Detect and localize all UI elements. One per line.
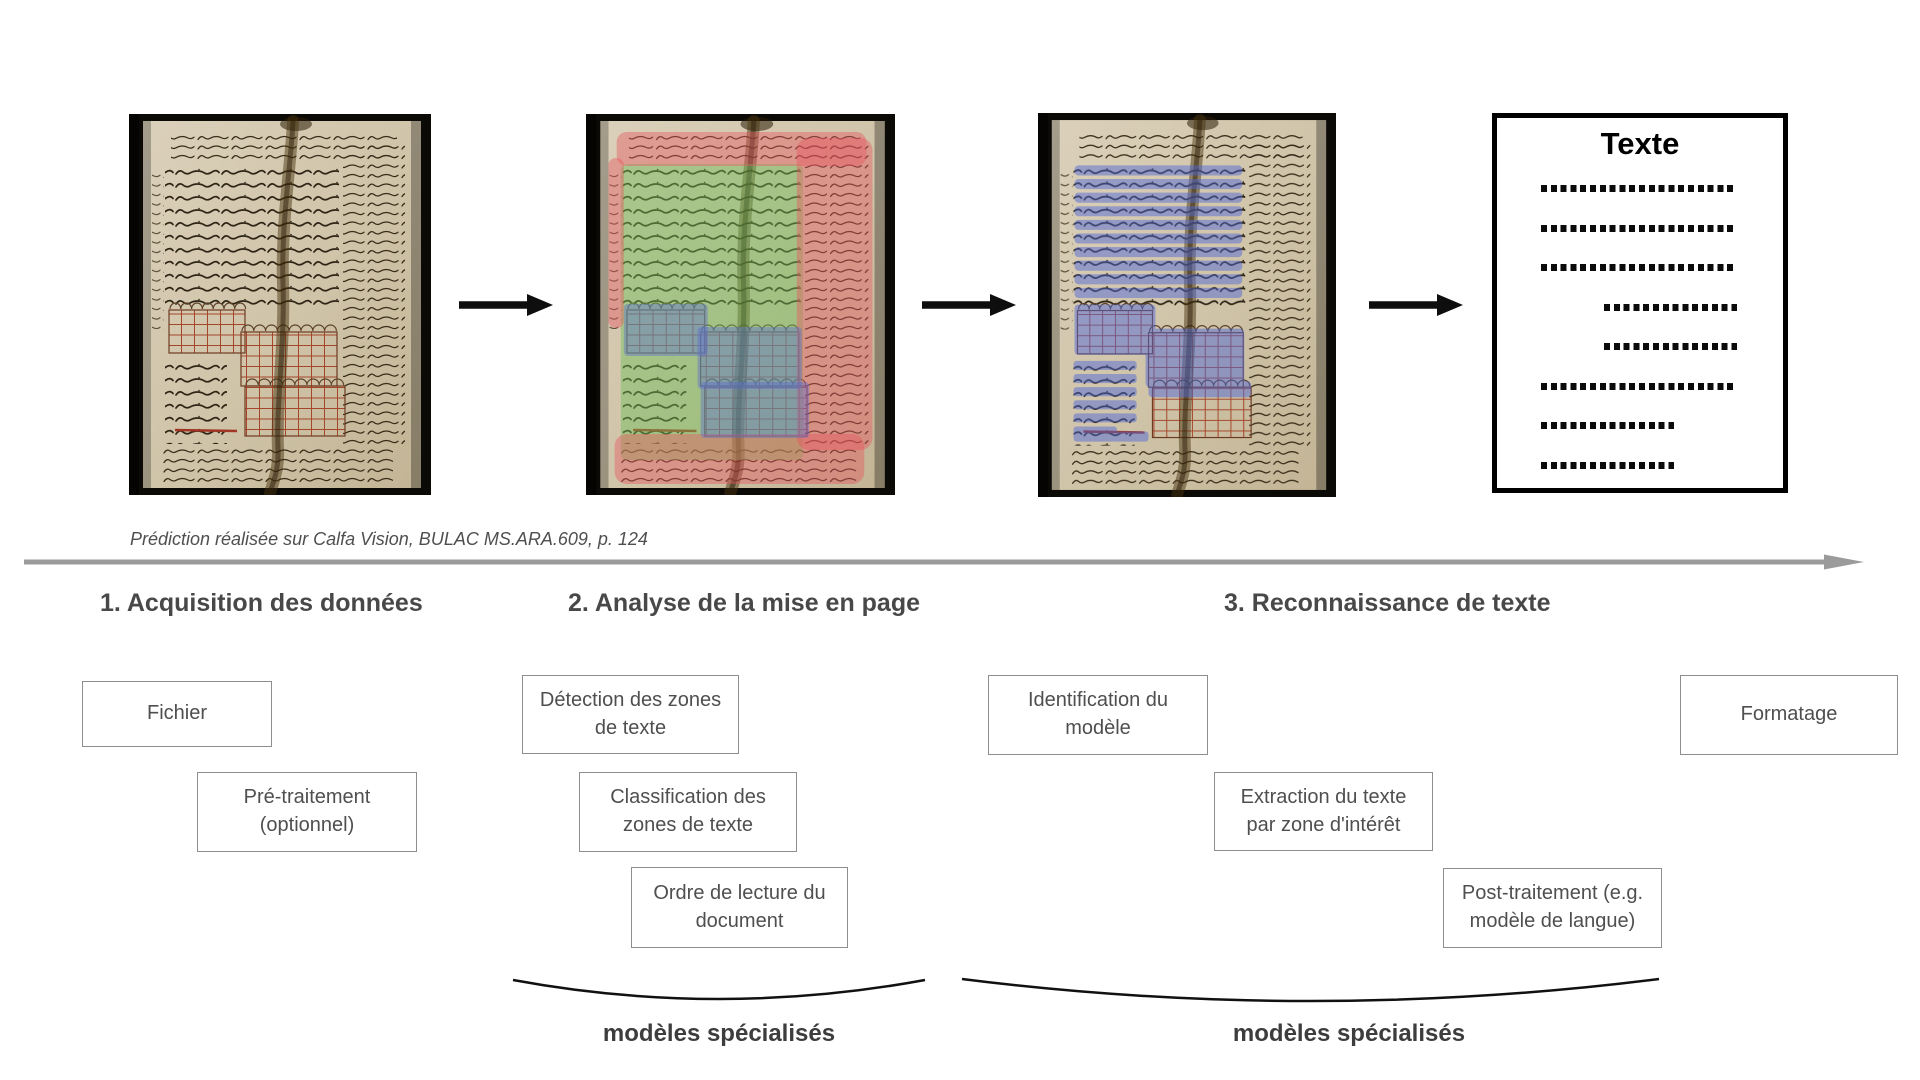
step-box-extraction-texte: Extraction du texte par zone d'intérêt — [1214, 772, 1433, 851]
step-box-identification-modele: Identification du modèle — [988, 675, 1208, 755]
brace-curve-2 — [961, 977, 1660, 1003]
zone-overlay-main-text — [620, 164, 803, 460]
step-box-ordre-lecture: Ordre de lecture du document — [631, 867, 848, 948]
zone-overlay-tables — [623, 304, 810, 438]
timeline-arrow — [24, 554, 1864, 570]
brace-label-1: modèles spécialisés — [602, 1020, 836, 1047]
zone-overlay-marginalia — [608, 132, 873, 484]
dotted-text-line — [1541, 382, 1737, 390]
panel-original-manuscript-image — [129, 114, 431, 495]
dotted-text-line — [1604, 343, 1737, 350]
step-box-formatage: Formatage — [1680, 675, 1898, 755]
dotted-text-lines — [1497, 185, 1783, 501]
dotted-text-line — [1541, 264, 1737, 271]
flow-arrow-3 — [1369, 294, 1463, 316]
brace-curves — [512, 977, 1660, 1003]
step-box-detection-zones: Détection des zones de texte — [522, 675, 739, 754]
line-highlights-overlay — [1073, 165, 1252, 442]
panel-layout-analysis-image — [586, 114, 895, 495]
dotted-text-line — [1541, 422, 1674, 429]
dotted-text-line — [1541, 461, 1674, 469]
texte-title: Texte — [1600, 126, 1680, 161]
phase-label-acquisition: 1. Acquisition des données — [100, 589, 423, 617]
flow-arrow-2 — [922, 294, 1016, 316]
dotted-text-line — [1541, 224, 1737, 232]
step-box-post-traitement: Post-traitement (e.g. modèle de langue) — [1443, 868, 1662, 948]
panel-line-detection-image — [1038, 113, 1336, 497]
step-box-classification-zones: Classification des zones de texte — [579, 772, 797, 852]
step-box-fichier: Fichier — [82, 681, 272, 747]
flow-arrow-1 — [459, 294, 553, 316]
caption: Prédiction réalisée sur Calfa Vision, BU… — [130, 529, 648, 549]
brace-curve-1 — [512, 978, 926, 1001]
dotted-text-line — [1604, 303, 1737, 311]
panel-text-output: Texte — [1492, 113, 1788, 493]
step-box-pretraitement: Pré-traitement (optionnel) — [197, 772, 417, 852]
phase-label-reconnaissance: 3. Reconnaissance de texte — [1224, 589, 1551, 617]
brace-label-2: modèles spécialisés — [1232, 1020, 1466, 1047]
dotted-text-line — [1541, 185, 1737, 192]
phase-label-mise-en-page: 2. Analyse de la mise en page — [568, 589, 921, 617]
